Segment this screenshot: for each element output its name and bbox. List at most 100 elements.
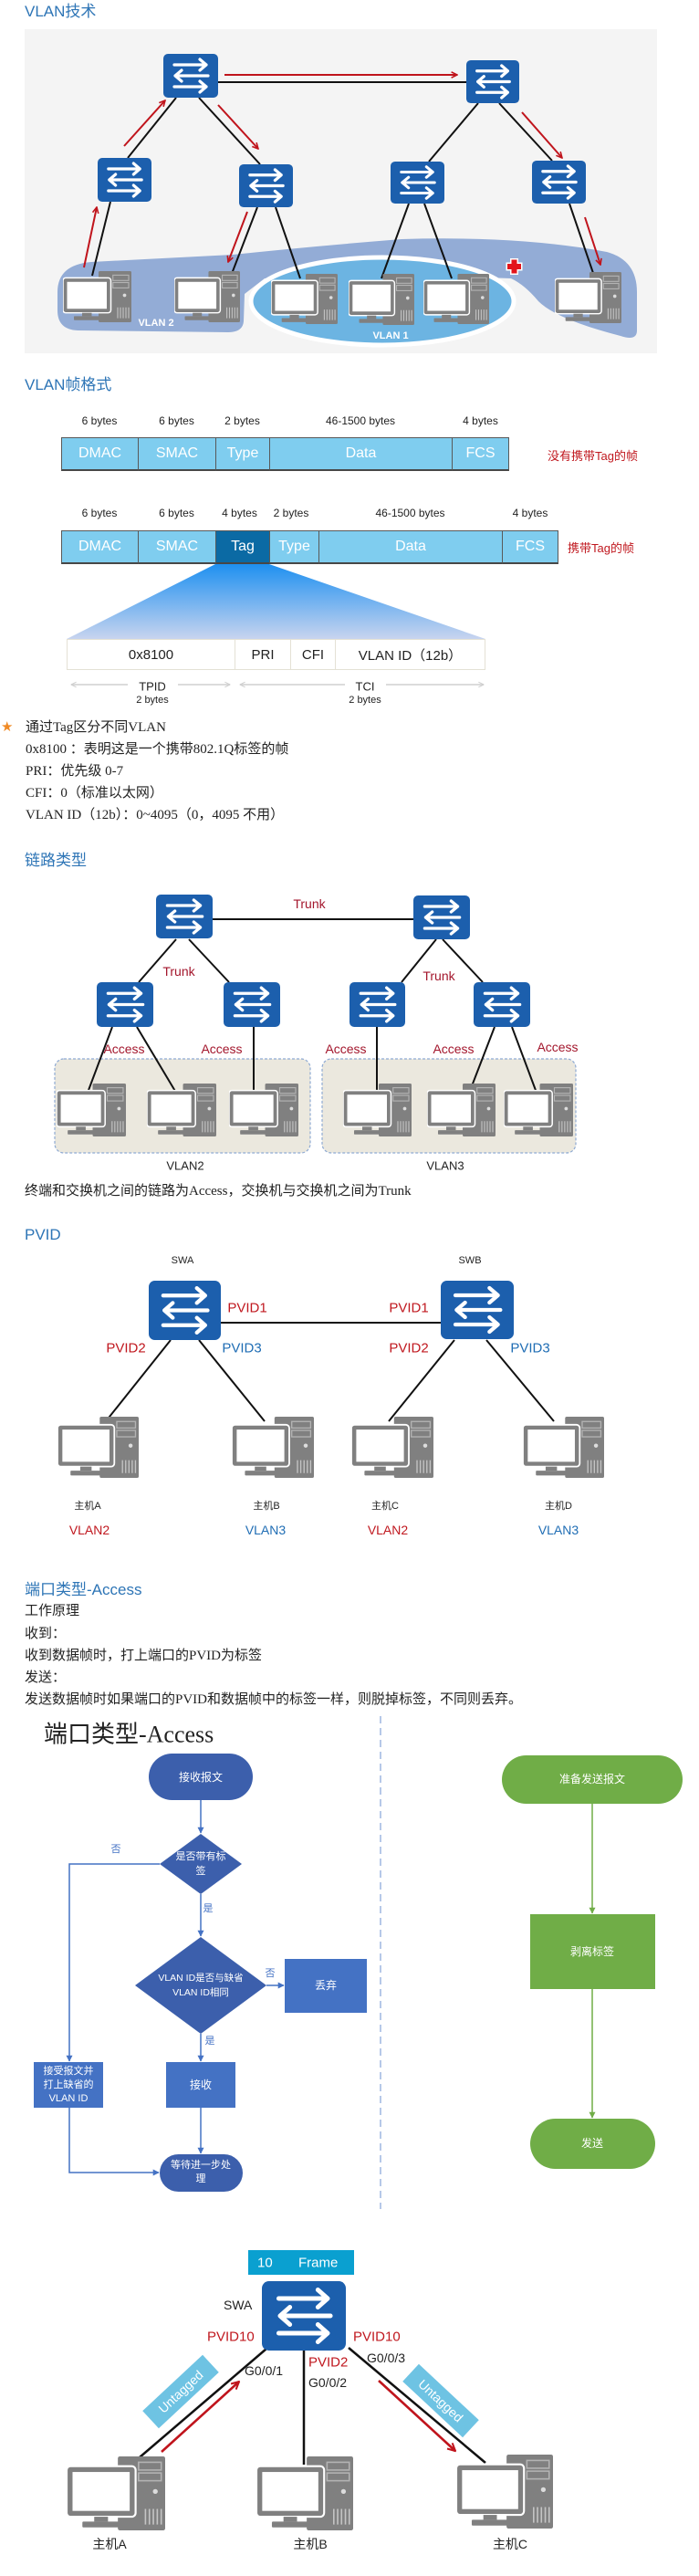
flow-step-tag-default-label: 接受报文并 — [44, 2064, 94, 2077]
flow-arrow — [161, 2382, 239, 2453]
broadcast-arrows — [83, 75, 600, 268]
flow-step-discard — [285, 1959, 367, 2013]
link-types-diagram: Trunk Trunk Trunk Access Access Access A… — [54, 895, 579, 1173]
flow-decision-label: VLAN ID是否与缺省 — [158, 1972, 243, 1984]
flow-start-receive — [149, 1754, 253, 1800]
switch-icon — [262, 2281, 346, 2351]
trunk-link — [138, 938, 177, 983]
link — [498, 102, 553, 162]
untagged-badge-label: Untagged — [155, 2367, 205, 2415]
switch-icon — [532, 161, 586, 204]
note-title: 通过Tag区分不同VLAN — [26, 720, 166, 735]
trunk-link — [401, 938, 437, 983]
flow-branch-no: 否 — [111, 1844, 121, 1855]
access-note-line: 收到： — [25, 1627, 67, 1641]
trunk-label: Trunk — [423, 969, 455, 983]
field-size-label: 6 bytes — [81, 507, 118, 519]
flowchart-title: 端口类型-Access — [44, 1722, 214, 1748]
pvid-label: PVID1 — [227, 1301, 266, 1316]
trunk-link — [188, 938, 230, 983]
frame-field-fcs: FCS — [502, 530, 558, 564]
access-note-line: 发送： — [25, 1670, 67, 1685]
frame-field-type: Type — [215, 437, 270, 471]
flow-arrow — [83, 207, 97, 268]
flow-arrow — [123, 100, 165, 147]
switch-name: SWB — [458, 1255, 481, 1266]
flow-arrow — [228, 211, 248, 262]
vlan2-region-label: VLAN 2 — [138, 318, 173, 329]
link — [381, 203, 410, 279]
vlan-broadcast-diagram: VLAN 2 VLAN 1 — [25, 29, 657, 353]
host-name: 主机A — [92, 2537, 127, 2551]
access-link — [87, 1026, 113, 1094]
network-links — [91, 81, 595, 279]
tpid-size: 2 bytes — [136, 695, 169, 706]
field-size-label: 4 bytes — [222, 507, 257, 519]
host-link — [198, 1339, 266, 1422]
untagged-frame-caption: 没有携带Tag的帧 — [548, 449, 638, 463]
switch-name: SWA — [224, 2298, 253, 2312]
switch-name: SWA — [172, 1255, 194, 1266]
vlan1-region-label: VLAN 1 — [372, 330, 408, 341]
link — [91, 201, 111, 277]
access-link — [136, 1026, 177, 1094]
pc-icon — [351, 1417, 433, 1478]
field-size-label: 6 bytes — [159, 414, 194, 427]
red-cross-icon — [506, 258, 523, 275]
flow-step-accept-label: 接收 — [190, 2078, 212, 2091]
flow-end-send-label: 发送 — [581, 2136, 603, 2150]
field-size-label: 46-1500 bytes — [325, 414, 396, 427]
host-link — [139, 2348, 267, 2458]
network-links — [87, 918, 537, 1094]
switch-icon — [441, 1281, 514, 1339]
switch-icon — [149, 1281, 221, 1340]
section-heading-vlan-tech: VLAN技术 — [25, 3, 97, 20]
flow-decision-label: VLAN ID相同 — [172, 1986, 229, 1998]
port-name-label: G0/0/1 — [245, 2363, 283, 2378]
untagged-badge-bg — [402, 2363, 479, 2438]
pvid-label: PVID3 — [510, 1341, 549, 1356]
pvid-label: PVID2 — [106, 1341, 145, 1356]
frame-badge-vlan: 10 — [257, 2256, 273, 2271]
frame-field-tag: Tag — [215, 530, 270, 564]
pvid-label: PVID3 — [222, 1341, 261, 1356]
flow-connector — [68, 2108, 160, 2176]
frame-badge-label: Frame — [298, 2256, 338, 2271]
flow-start-receive-label: 接收报文 — [179, 1770, 223, 1784]
tag-field-cfi: CFI — [290, 639, 336, 670]
flow-arrow — [378, 2380, 455, 2451]
host-link — [348, 2347, 486, 2464]
tpid-label: TPID — [139, 680, 166, 694]
field-size-label: 2 bytes — [224, 414, 260, 427]
flow-arrow — [217, 104, 258, 149]
flow-end-send — [530, 2119, 655, 2169]
pc-icon — [456, 2455, 553, 2529]
link — [229, 206, 258, 279]
field-size-label: 4 bytes — [512, 507, 548, 519]
switch-icon — [391, 162, 444, 204]
flow-arrow — [584, 216, 600, 265]
port-pvid-label: PVID10 — [207, 2330, 255, 2345]
tag-field-vlan-id: VLAN ID（12b） — [335, 639, 485, 670]
host-vlan: VLAN2 — [69, 1523, 110, 1537]
switch-icon — [97, 982, 153, 1027]
access-label: Access — [103, 1042, 144, 1056]
pvid-label: PVID1 — [389, 1301, 428, 1316]
field-size-label: 2 bytes — [273, 507, 309, 519]
tci-label: TCI — [356, 680, 375, 694]
link — [423, 203, 453, 279]
trunk-link — [442, 938, 484, 983]
access-note-line: 发送数据帧时如果端口的PVID和数据帧中的标签一样，则脱掉标签，不同则丢弃。 — [25, 1692, 523, 1707]
section-heading-frame-format: VLAN帧格式 — [25, 376, 112, 393]
access-label: Access — [325, 1042, 366, 1056]
frame-field-dmac: DMAC — [61, 530, 139, 564]
note-line: PRI：优先级 0-7 — [26, 764, 124, 779]
host-link — [388, 1339, 455, 1422]
flow-end-receive-label: 理 — [196, 2173, 206, 2184]
tagged-frame-caption: 携带Tag的帧 — [568, 541, 634, 555]
flow-step-strip-tag — [530, 1914, 655, 1989]
host-vlan: VLAN2 — [368, 1523, 409, 1537]
port-name-label: G0/0/3 — [367, 2351, 405, 2365]
flow-step-strip-tag-label: 剥离标签 — [570, 1944, 614, 1958]
pc-icon — [57, 1417, 139, 1478]
